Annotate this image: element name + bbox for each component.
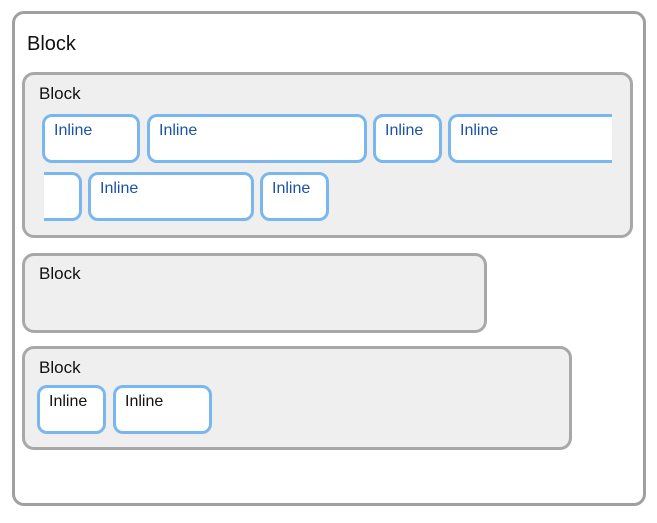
inline-label: Inline bbox=[385, 122, 424, 139]
block-1-inline-4-end bbox=[44, 172, 82, 221]
block-1-inline-4-start: Inline bbox=[448, 114, 612, 163]
outer-block-label: Block bbox=[27, 33, 76, 55]
block-3-label: Block bbox=[39, 358, 81, 377]
block-1-inline-2: Inline bbox=[147, 114, 367, 163]
inline-label: Inline bbox=[460, 122, 499, 139]
block-2-label: Block bbox=[39, 264, 81, 283]
block-1-inline-5: Inline bbox=[88, 172, 254, 221]
block-1-inline-6: Inline bbox=[260, 172, 329, 221]
inline-label: Inline bbox=[100, 180, 139, 197]
block-1-inline-1: Inline bbox=[42, 114, 140, 163]
inline-label: Inline bbox=[125, 393, 164, 410]
inline-label: Inline bbox=[49, 393, 88, 410]
inline-label: Inline bbox=[54, 122, 93, 139]
block-1-label: Block bbox=[39, 84, 81, 103]
block-3-inline-2: Inline bbox=[113, 385, 212, 434]
block-2: Block bbox=[22, 253, 487, 333]
block-3-inline-1: Inline bbox=[37, 385, 106, 434]
inline-label: Inline bbox=[159, 122, 198, 139]
block-1-inline-3: Inline bbox=[373, 114, 442, 163]
inline-label: Inline bbox=[272, 180, 311, 197]
